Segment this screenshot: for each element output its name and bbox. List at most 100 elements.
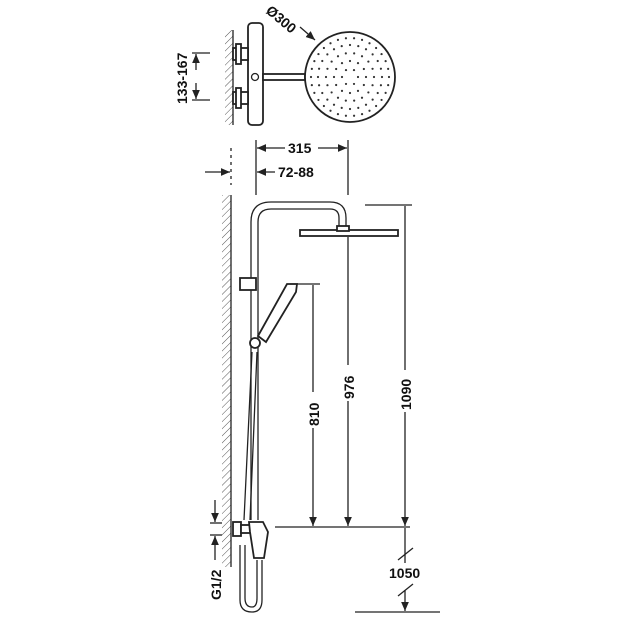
- valve-spacing-dimension: [192, 52, 210, 101]
- top-view: Ø300 133-167: [174, 2, 396, 126]
- wall-offset-label: 72-88: [278, 164, 314, 180]
- nozzle-dot: [371, 98, 374, 101]
- shower-arm-top: [262, 73, 306, 81]
- wall-hatch-front: [222, 195, 231, 567]
- nozzle-dot: [335, 83, 338, 87]
- nozzle-dot: [313, 60, 316, 63]
- total-height-label: 1090: [398, 379, 414, 410]
- nozzle-dot: [367, 91, 370, 94]
- nozzle-dot: [352, 82, 356, 86]
- connection-label: G1/2: [208, 569, 224, 600]
- nozzle-dot: [322, 46, 326, 50]
- nozzle-dot: [379, 84, 383, 87]
- nozzle-dot: [326, 53, 329, 56]
- nozzle-dot: [368, 109, 371, 112]
- hand-shower: [256, 283, 299, 344]
- hose: [243, 351, 258, 521]
- nozzle-dot: [324, 75, 328, 79]
- nozzle-dot: [332, 103, 336, 106]
- nozzle-dot: [352, 37, 356, 40]
- nozzle-dot: [348, 43, 352, 47]
- nozzle-dot: [326, 67, 329, 70]
- nozzle-dot: [329, 42, 332, 45]
- nozzle-dot: [380, 98, 383, 102]
- head-diameter-label: Ø300: [263, 2, 300, 36]
- nozzle-dot: [332, 75, 336, 79]
- nozzle-dot: [360, 96, 364, 99]
- nozzle-dot: [321, 59, 324, 63]
- nozzle-dot: [371, 53, 374, 56]
- nozzle-dot: [340, 75, 344, 79]
- nozzle-dot: [353, 52, 356, 55]
- head-height-label: 976: [341, 375, 357, 399]
- wall-connection: [232, 521, 242, 537]
- nozzle-dot: [352, 114, 356, 117]
- mount-height-label: 1050: [389, 565, 420, 581]
- nozzle-dot: [344, 52, 347, 55]
- nozzle-dot: [356, 75, 360, 79]
- nozzle-dot: [330, 91, 333, 94]
- nozzle-dot: [348, 59, 352, 63]
- wall-hatch-top: [225, 30, 233, 125]
- nozzle-dot: [352, 68, 356, 72]
- nozzle-dot: [313, 91, 316, 94]
- slider-bracket: [239, 277, 257, 291]
- nozzle-dot: [329, 109, 332, 112]
- nozzle-dot: [380, 52, 383, 56]
- nozzle-dot: [374, 46, 378, 50]
- riser-pipe: [250, 201, 347, 520]
- nozzle-dot: [362, 83, 365, 87]
- nozzle-dot: [348, 107, 352, 111]
- connection-dimension: [210, 500, 222, 560]
- nozzle-dot: [330, 60, 333, 63]
- nozzle-dot: [362, 67, 365, 71]
- nozzle-dot: [368, 42, 371, 45]
- nozzle-dot: [360, 55, 364, 58]
- valve-spacing-label: 133-167: [174, 52, 190, 104]
- valve-lower: [232, 87, 249, 109]
- nozzle-dot: [348, 91, 352, 95]
- nozzle-dot: [367, 60, 370, 63]
- nozzle-dot: [336, 112, 340, 116]
- nozzle-dot: [344, 99, 347, 102]
- nozzle-dot: [309, 75, 313, 79]
- outlet-knob: [250, 72, 260, 82]
- nozzle-dot: [384, 60, 387, 63]
- nozzle-dot: [380, 75, 384, 79]
- nozzle-dot: [360, 112, 364, 116]
- arm-length-label: 315: [288, 140, 312, 156]
- nozzle-dot: [364, 103, 368, 106]
- nozzle-dot: [344, 37, 348, 40]
- nozzle-dot: [335, 67, 338, 71]
- nozzle-dot: [336, 38, 340, 42]
- nozzle-dot: [340, 62, 344, 65]
- nozzle-dot: [310, 84, 313, 87]
- nozzle-dot: [371, 84, 374, 87]
- nozzle-dot: [364, 48, 368, 51]
- nozzle-dot: [332, 48, 336, 51]
- nozzle-dot: [356, 89, 360, 92]
- nozzle-dot: [336, 55, 340, 58]
- hand-shower-height-label: 810: [306, 402, 322, 426]
- nozzle-dot: [344, 68, 348, 72]
- nozzle-dot: [321, 91, 324, 95]
- nozzle-dot: [357, 44, 360, 48]
- nozzle-dot: [317, 52, 320, 56]
- nozzle-dot: [326, 84, 329, 87]
- nozzle-dot: [353, 99, 356, 102]
- nozzle-dot: [379, 67, 383, 70]
- mount-height-dimension: [355, 528, 440, 613]
- nozzle-dot: [336, 96, 340, 99]
- nozzle-dot: [310, 67, 313, 70]
- nozzle-dot: [317, 84, 321, 87]
- nozzle-dot: [356, 62, 360, 65]
- nozzle-dot: [371, 67, 374, 70]
- diverter-valve: [248, 521, 269, 559]
- front-view: 315 72-88 810 976 1090 1050 G1: [205, 140, 440, 613]
- nozzle-dot: [316, 75, 320, 79]
- nozzle-dot: [340, 106, 343, 110]
- nozzle-dot: [317, 98, 320, 102]
- nozzle-dot: [387, 84, 390, 87]
- nozzle-dot: [364, 75, 368, 79]
